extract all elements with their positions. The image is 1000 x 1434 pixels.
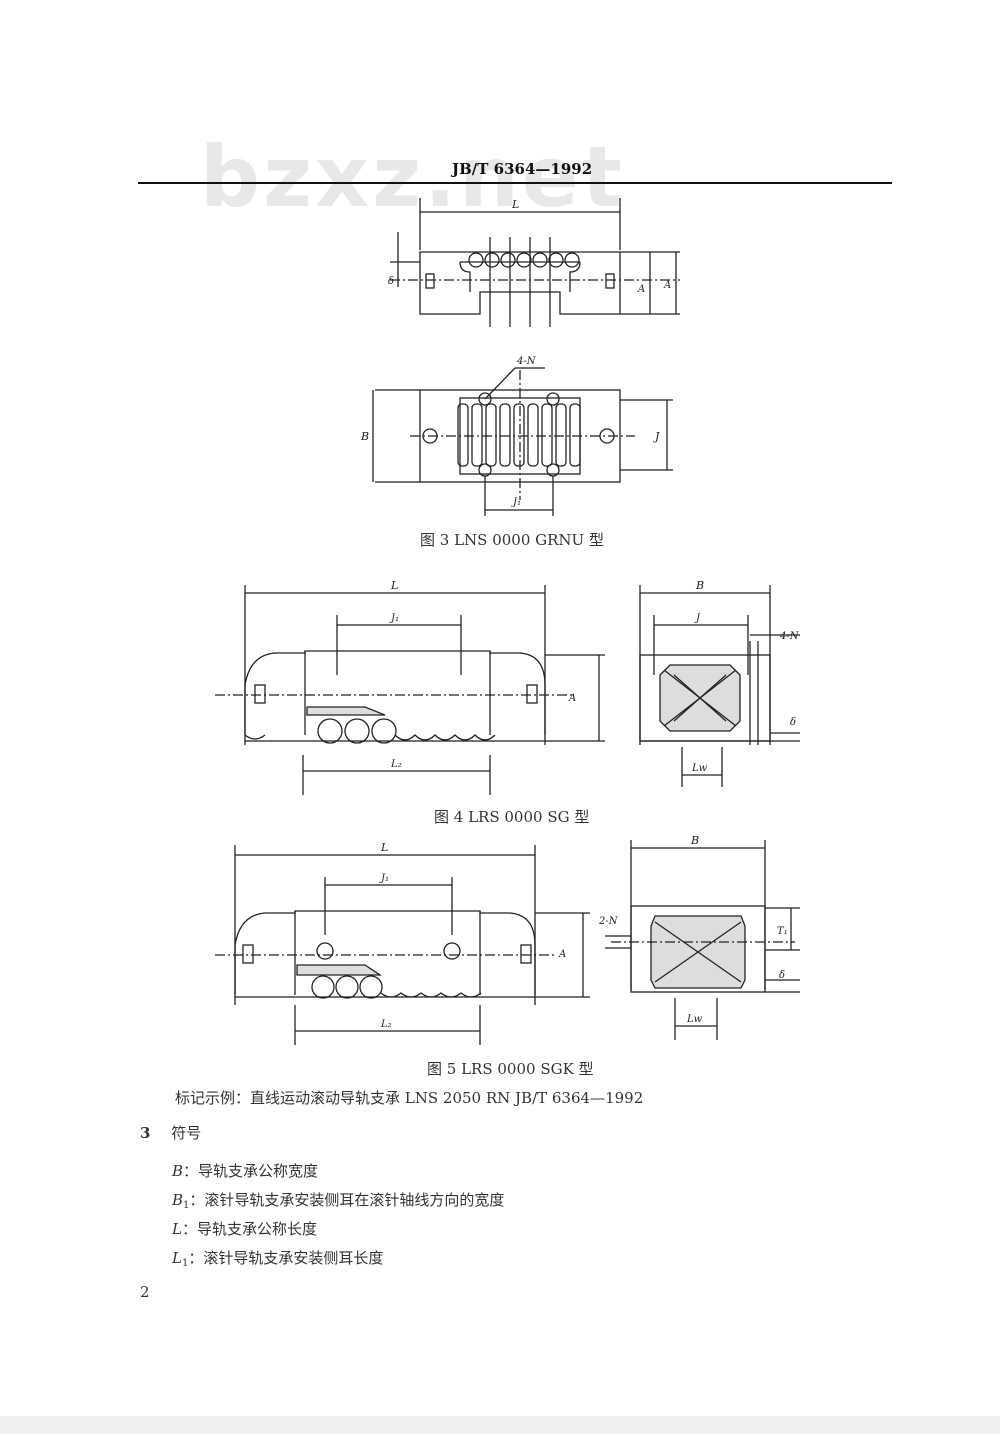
hole-count-label: 4-N bbox=[779, 631, 800, 642]
dim-delta-label: δ bbox=[388, 276, 394, 287]
dim-Lw-label: Lw bbox=[686, 1014, 703, 1025]
symbol-definition: B1：滚针导轨支承安装侧耳在滚针轴线方向的宽度 bbox=[172, 1189, 504, 1211]
page-number: 2 bbox=[140, 1283, 150, 1301]
dim-J-label: J bbox=[653, 430, 660, 443]
bottom-bar bbox=[0, 1416, 1000, 1434]
dim-J-label: J bbox=[694, 613, 701, 624]
dim-B-label: B bbox=[695, 579, 704, 592]
figure-3-top-view: 4-N B J J₁ bbox=[360, 356, 673, 516]
dim-J1-label: J₁ bbox=[511, 497, 521, 508]
symbol-text: ：导轨支承公称长度 bbox=[181, 1220, 317, 1238]
symbol-text: ：滚针导轨支承安装侧耳在滚针轴线方向的宽度 bbox=[189, 1191, 505, 1209]
symbol: B bbox=[172, 1191, 184, 1209]
needle-roller-grid bbox=[457, 403, 581, 467]
dim-A-inner-label: A bbox=[637, 284, 645, 295]
dim-A-label: A bbox=[558, 949, 566, 960]
figure-3-caption: 图 3 LNS 0000 GRNU 型 bbox=[420, 531, 604, 549]
section-title: 符号 bbox=[171, 1124, 202, 1142]
roller-row bbox=[311, 975, 482, 999]
symbol-subscript: 1 bbox=[181, 1258, 189, 1269]
figure-5-caption: 图 5 LRS 0000 SGK 型 bbox=[427, 1060, 594, 1078]
section-number: 3 bbox=[140, 1124, 151, 1142]
dim-L2-label: L₂ bbox=[390, 759, 402, 770]
dim-L-label: L bbox=[380, 841, 388, 854]
dim-B-label: B bbox=[690, 834, 699, 847]
roller-row bbox=[244, 718, 496, 744]
header-rule bbox=[138, 182, 892, 184]
roller-row bbox=[468, 252, 580, 268]
figure-5-side-view: L J₁ L₂ A bbox=[215, 841, 590, 1045]
symbol: L bbox=[172, 1249, 182, 1267]
symbol-text: ：导轨支承公称宽度 bbox=[183, 1162, 319, 1180]
dim-L-label: L bbox=[511, 198, 519, 211]
marking-example: 标记示例：直线运动滚动导轨支承 LNS 2050 RN JB/T 6364—19… bbox=[175, 1089, 644, 1107]
dim-T1-label: T₁ bbox=[777, 926, 788, 937]
figure-4-side-view: L J₁ L₂ A bbox=[215, 579, 605, 795]
dim-B-label: B bbox=[360, 430, 369, 443]
dim-A-label: A bbox=[663, 280, 671, 291]
hole-count-label: 2-N bbox=[598, 916, 619, 927]
dim-L2-label: L₂ bbox=[380, 1019, 392, 1030]
watermark: bzxz.net bbox=[200, 128, 625, 226]
symbol-definition: L1：滚针导轨支承安装侧耳长度 bbox=[172, 1247, 383, 1269]
dim-delta-label: δ bbox=[790, 717, 796, 728]
dim-Lw-label: Lw bbox=[691, 763, 708, 774]
symbol-definition: L：导轨支承公称长度 bbox=[172, 1218, 317, 1239]
section-heading: 3 符号 bbox=[140, 1122, 201, 1143]
symbol: B bbox=[172, 1162, 184, 1180]
dim-J1-label: J₁ bbox=[379, 873, 389, 884]
figure-5-end-view: B 2-N T₁ δ Lw bbox=[598, 834, 800, 1040]
document-header: JB/T 6364—1992 bbox=[452, 160, 593, 178]
symbol-subscript: 1 bbox=[183, 1200, 190, 1211]
hole-count-label: 4-N bbox=[516, 356, 537, 367]
symbol-definition: B：导轨支承公称宽度 bbox=[172, 1160, 318, 1181]
figure-4-end-view: B J 4-N δ Lw bbox=[639, 579, 800, 787]
dim-A-label: A bbox=[568, 693, 576, 704]
figure-4-caption: 图 4 LRS 0000 SG 型 bbox=[434, 808, 590, 826]
symbol: L bbox=[172, 1220, 182, 1238]
dim-J1-label: J₁ bbox=[389, 613, 399, 624]
figure-3-front-view: L δ A A bbox=[388, 198, 680, 327]
dim-L-label: L bbox=[390, 579, 398, 592]
symbol-text: ：滚针导轨支承安装侧耳长度 bbox=[188, 1249, 384, 1267]
dim-delta-label: δ bbox=[779, 970, 785, 981]
